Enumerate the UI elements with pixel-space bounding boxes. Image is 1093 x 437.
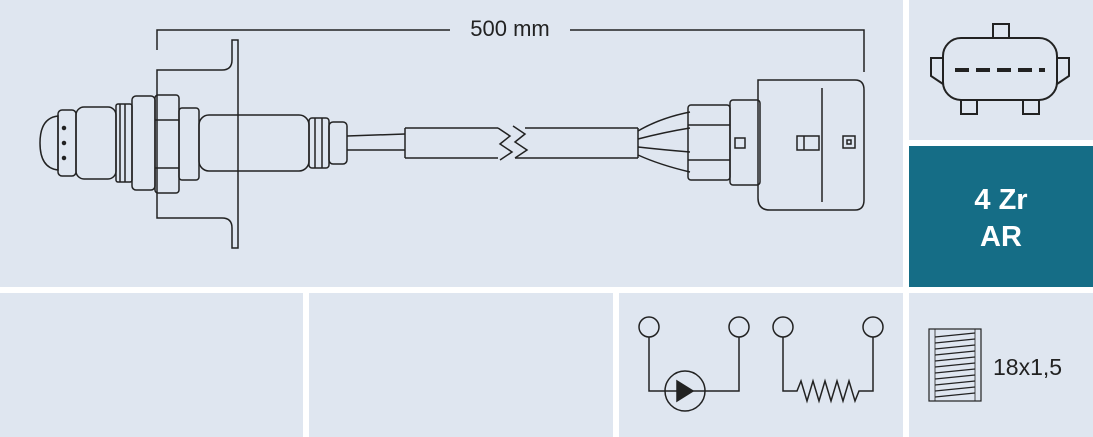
sensor-type-badge: 4 Zr AR [909,146,1093,287]
thread-size-label: 18x1,5 [993,354,1063,380]
lambda-sensor-drawing [39,29,865,249]
connector-panel [909,0,1093,140]
badge-line-2: AR [980,221,1022,253]
empty-info-panel-1 [0,293,303,437]
connector-face-icon [930,23,1070,115]
sensor-heater-circuit-diagram [638,316,884,412]
sensor-drawing-panel: 500 mm [0,0,903,287]
empty-info-panel-2 [309,293,613,437]
thread-icon [928,328,982,402]
cable-length-label: 500 mm [450,16,570,42]
badge-line-1: 4 Zr [974,184,1028,216]
thread-panel: 18x1,5 [909,293,1093,437]
circuit-panel [619,293,903,437]
